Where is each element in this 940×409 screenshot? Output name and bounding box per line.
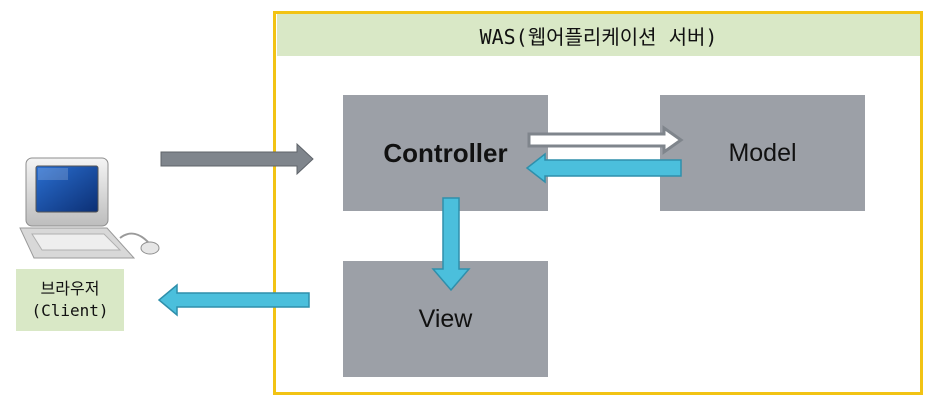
client-label-line2: (Client) [31, 301, 109, 320]
controller-to-model-arrow [527, 125, 684, 155]
client-label: 브라우저 (Client) [16, 269, 124, 331]
controller-box: Controller [343, 95, 548, 211]
model-to-controller-arrow [525, 152, 682, 184]
was-container [273, 11, 923, 395]
was-title: WAS(웹어플리케이션 서버) [277, 14, 920, 56]
controller-to-view-arrow [431, 197, 471, 292]
computer-icon [19, 157, 160, 259]
view-label: View [418, 304, 473, 333]
client-label-line1: 브라우저 [40, 279, 100, 298]
model-box: Model [660, 95, 865, 211]
request-arrow [160, 142, 314, 176]
model-label: Model [728, 138, 797, 167]
response-arrow [157, 283, 310, 317]
controller-label: Controller [383, 137, 508, 168]
